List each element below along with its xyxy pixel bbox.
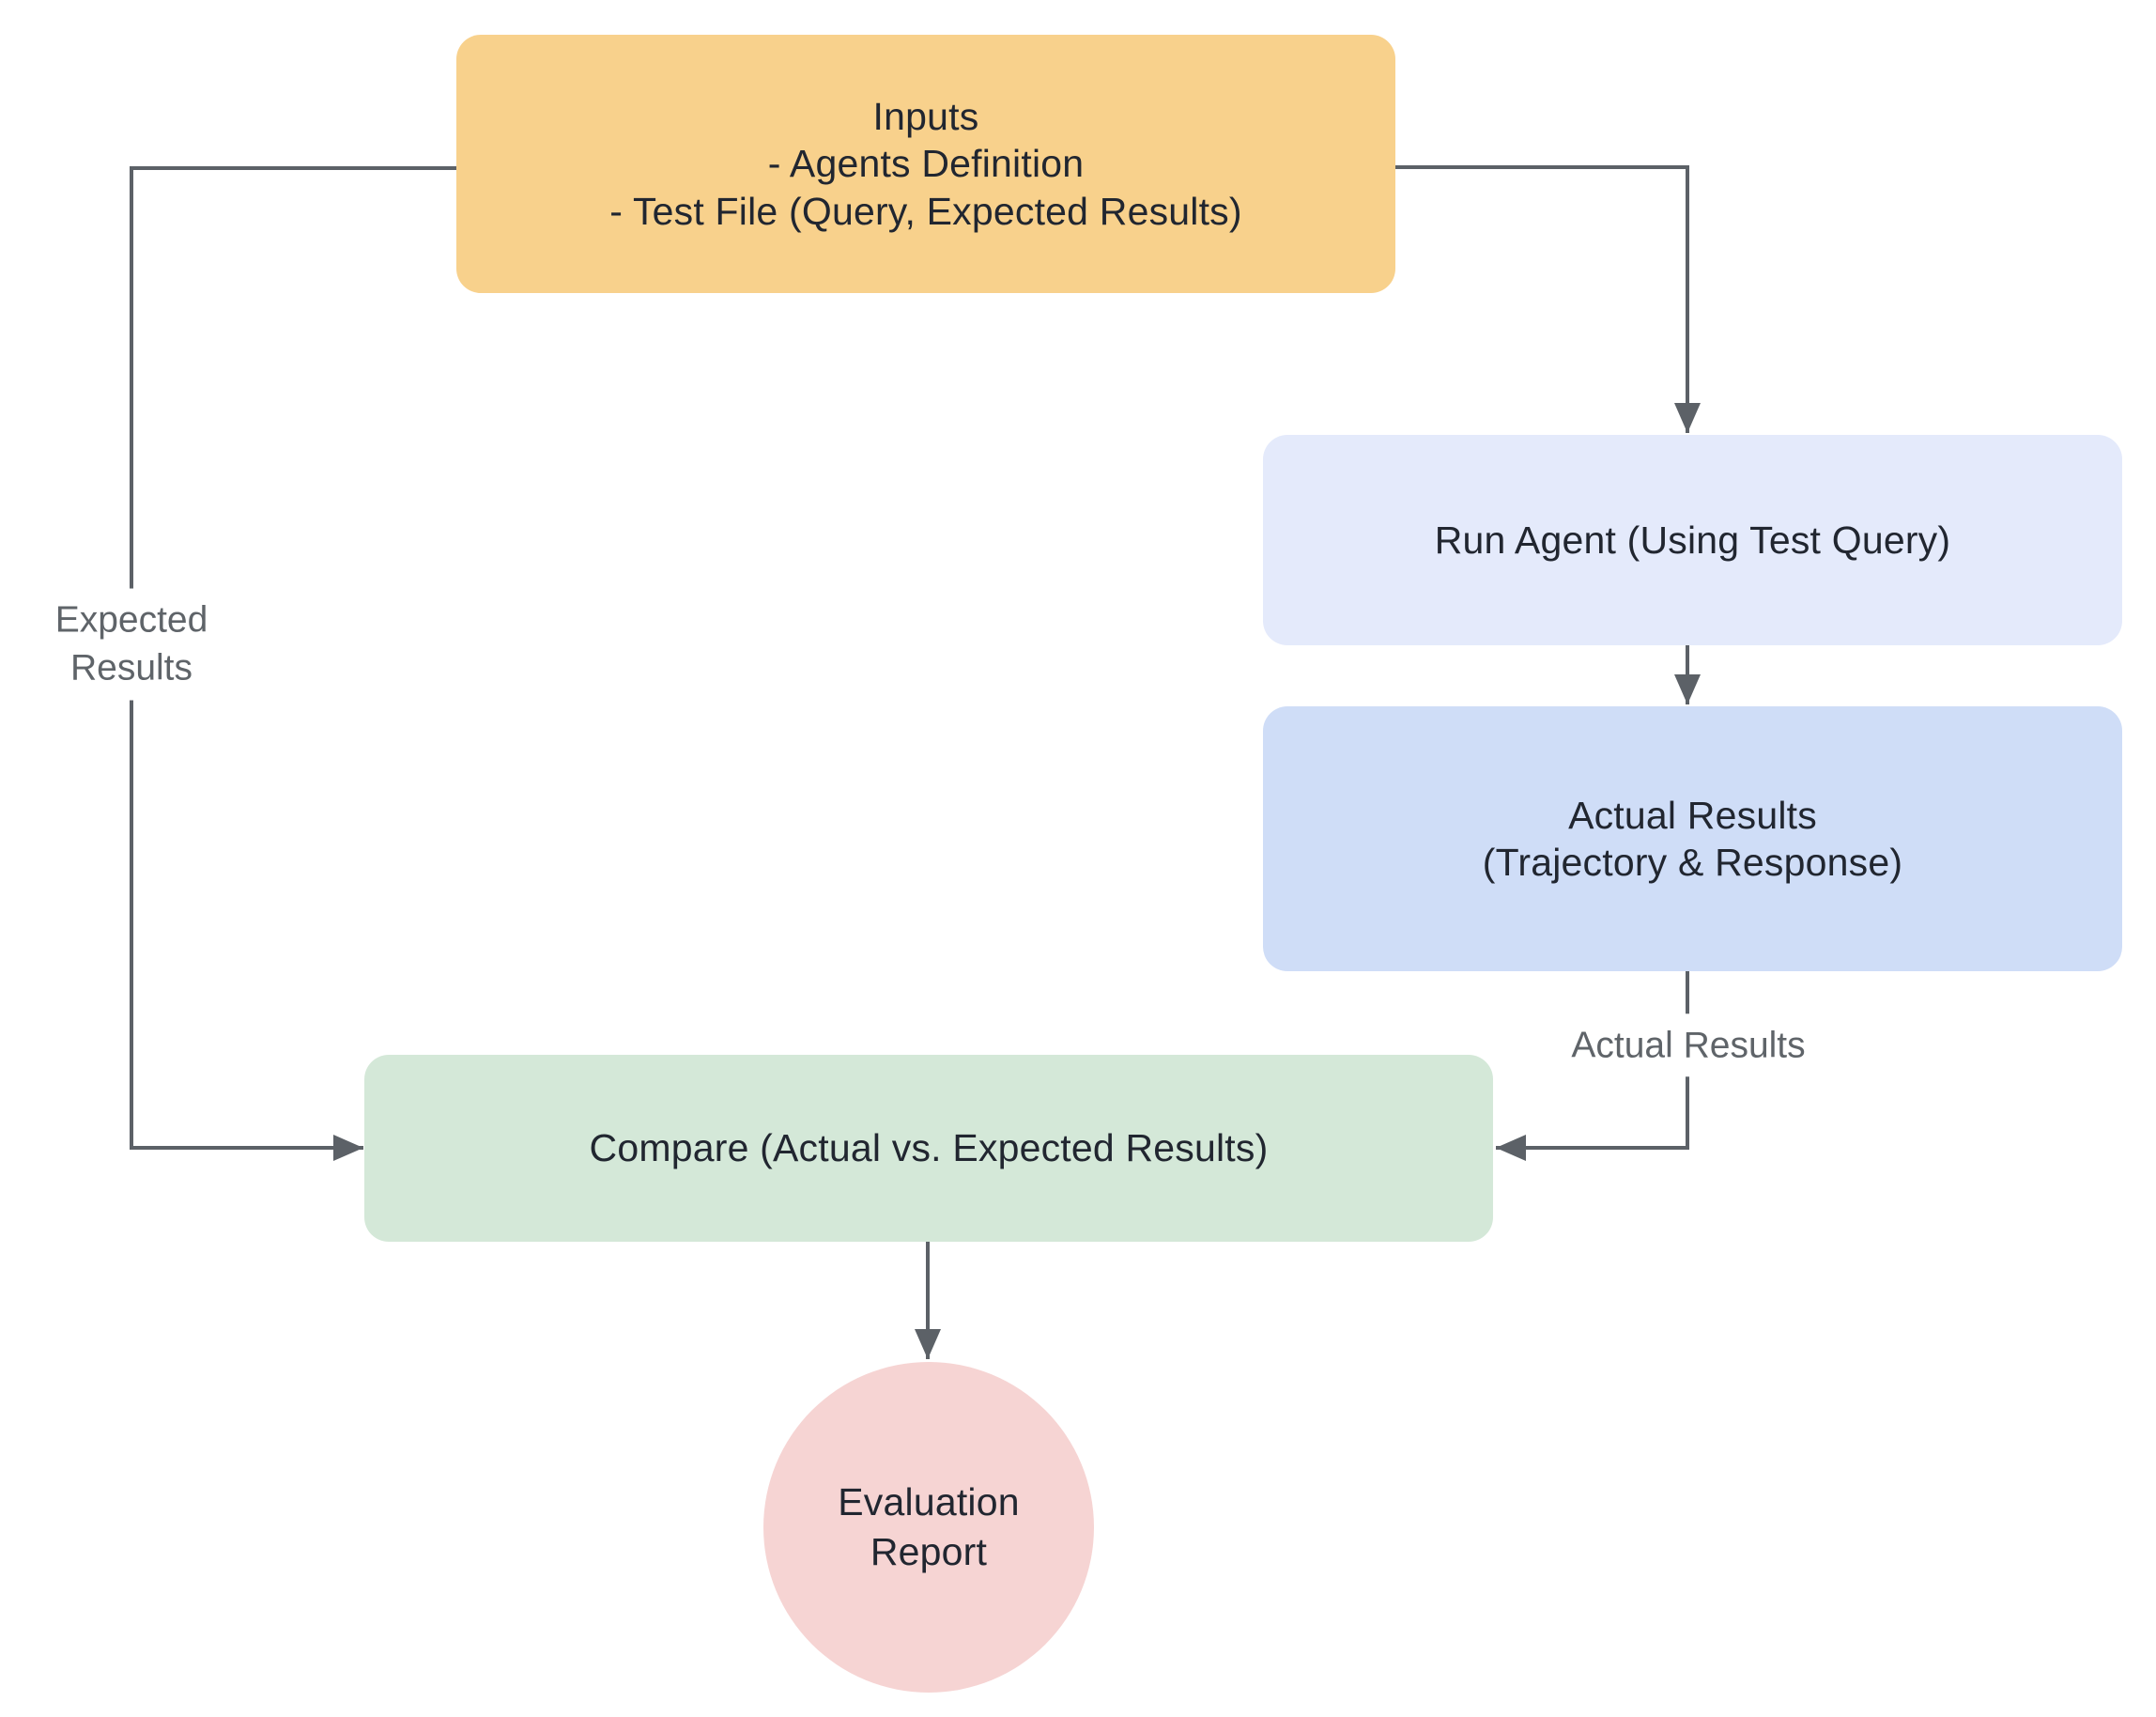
node-compare-label: Compare (Actual vs. Expected Results) xyxy=(589,1126,1269,1170)
node-inputs-line-2: - Agents Definition xyxy=(767,142,1085,186)
edge-label-actual-results-line-1: Actual Results xyxy=(1571,1025,1806,1066)
node-actual-results: Actual Results (Trajectory & Response) xyxy=(1263,706,2122,971)
node-inputs-line-3: - Test File (Query, Expected Results) xyxy=(609,189,1242,233)
node-evaluation-report-line-1: Evaluation xyxy=(838,1479,1020,1524)
edge-label-actual-results: Actual Results xyxy=(1565,1013,1811,1077)
edge-inputs-to-run-agent xyxy=(1395,165,1701,433)
node-run-agent-label: Run Agent (Using Test Query) xyxy=(1434,518,1951,562)
node-actual-results-line-1: Actual Results xyxy=(1568,793,1817,837)
node-inputs: Inputs - Agents Definition - Test File (… xyxy=(456,35,1395,293)
edge-label-expected-results-line-1: Expected xyxy=(54,599,208,641)
node-actual-results-line-2: (Trajectory & Response) xyxy=(1482,841,1903,884)
edge-label-expected-results: Expected Results xyxy=(49,588,214,701)
node-inputs-line-1: Inputs xyxy=(872,95,979,139)
edge-label-expected-results-line-2: Results xyxy=(69,648,193,688)
node-evaluation-report: Evaluation Report xyxy=(763,1362,1094,1693)
node-evaluation-report-line-2: Report xyxy=(870,1530,988,1573)
node-run-agent: Run Agent (Using Test Query) xyxy=(1263,435,2122,645)
node-compare: Compare (Actual vs. Expected Results) xyxy=(364,1055,1493,1242)
